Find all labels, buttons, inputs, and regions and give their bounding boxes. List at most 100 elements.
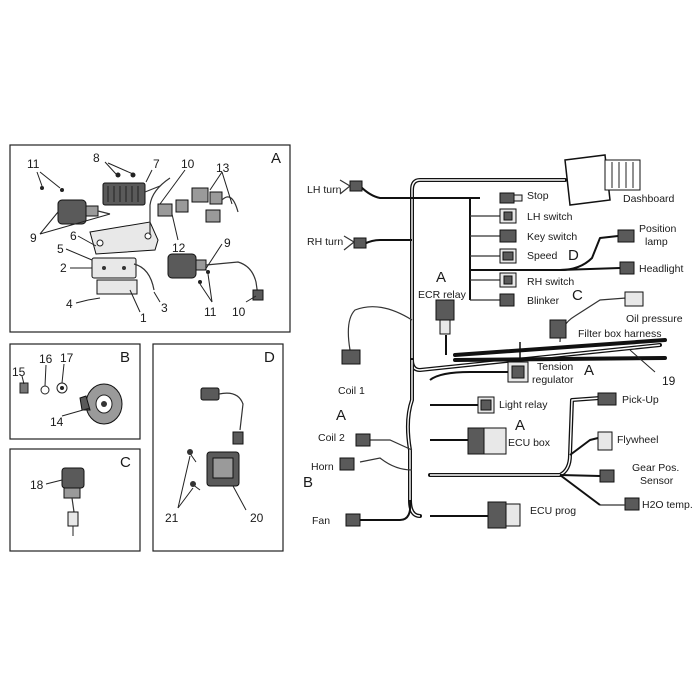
- callout-15: 15: [12, 365, 26, 379]
- label-position-lamp-2: lamp: [645, 236, 668, 248]
- rubber-block-part: [91, 257, 138, 295]
- label-speed: Speed: [527, 250, 558, 262]
- rh-turn-connector: [353, 237, 367, 249]
- panel-c-frame: [9, 448, 141, 552]
- dashboard-connector: [564, 154, 641, 206]
- panel-d-frame: [152, 343, 284, 552]
- horn-connector: [339, 457, 355, 471]
- blinker-connector: [499, 293, 515, 307]
- callout-11: 11: [27, 157, 40, 171]
- label-gear-pos: Gear Pos.: [632, 462, 679, 474]
- oil-pressure-connector: [624, 291, 644, 307]
- horn-wire: [359, 457, 413, 471]
- label-horn: Horn: [311, 461, 334, 473]
- coil-1-connector: [341, 349, 361, 365]
- flywheel-connector: [597, 431, 613, 451]
- ref-oil-c: C: [572, 287, 583, 304]
- label-filter-box-harness: Filter box harness: [578, 328, 661, 340]
- relay-part: [205, 209, 221, 223]
- oil-pressure-switch-part: [61, 467, 85, 536]
- fan-connector: [345, 513, 361, 527]
- stop-connector: [499, 192, 515, 204]
- callout-11-right: 11: [204, 305, 217, 319]
- label-ecu-prog: ECU prog: [530, 505, 576, 517]
- callout-20: 20: [250, 511, 264, 525]
- ref-speed-d: D: [568, 247, 579, 264]
- voltage-regulator-part: [102, 182, 161, 206]
- tension-regulator-wire: [429, 371, 508, 381]
- screw-part: [198, 280, 202, 284]
- panel-c-letter: C: [120, 454, 131, 471]
- label-tension: Tension: [537, 361, 573, 373]
- label-gear-sensor: Sensor: [640, 475, 674, 487]
- screw-part: [206, 270, 210, 274]
- label-fan: Fan: [312, 515, 330, 527]
- relay-part: [157, 203, 173, 217]
- label-ecr-relay: ECR relay: [418, 289, 467, 301]
- panel-b-frame: [9, 343, 141, 440]
- filter-box-connector: [549, 319, 567, 339]
- gear-position-connector: [599, 469, 615, 483]
- h2o-temp-connector: [624, 497, 640, 511]
- label-regulator: regulator: [532, 374, 574, 386]
- bolt-part: [87, 297, 101, 301]
- label-rh-turn: RH turn: [307, 236, 343, 248]
- panel-d-letter: D: [264, 349, 275, 366]
- callout-7: 7: [153, 157, 160, 171]
- callout-6: 6: [70, 229, 77, 243]
- relay-part: [191, 187, 209, 203]
- callout-1: 1: [140, 311, 147, 325]
- callout-3: 3: [161, 301, 168, 315]
- screw-part: [115, 172, 121, 178]
- speed-sensor-part: [200, 387, 244, 487]
- label-headlight: Headlight: [639, 263, 683, 275]
- label-stop: Stop: [527, 190, 549, 202]
- panel-a: A: [9, 144, 291, 333]
- panel-a-frame: [9, 144, 291, 333]
- label-rh-switch: RH switch: [527, 276, 574, 288]
- label-flywheel: Flywheel: [617, 434, 658, 446]
- label-light-relay: Light relay: [499, 399, 548, 411]
- label-position-lamp: Position: [639, 223, 677, 235]
- ref-horn-b: B: [303, 474, 313, 491]
- callout-13: 13: [216, 161, 230, 175]
- position-lamp-connector: [617, 229, 635, 243]
- panel-a-letter: A: [271, 150, 281, 167]
- panel-c: C 18: [9, 448, 141, 552]
- ignition-coil-part: [57, 199, 111, 225]
- relay-part: [209, 191, 223, 205]
- pick-up-connector: [597, 392, 617, 406]
- screw-part: [187, 449, 201, 491]
- wire-part: [133, 263, 155, 291]
- ref-tension-a: A: [584, 362, 594, 379]
- fan-wire: [360, 499, 412, 521]
- wire-part: [149, 177, 171, 235]
- key-switch-connector: [499, 229, 517, 243]
- callout-19: 19: [662, 374, 676, 388]
- label-key-switch: Key switch: [527, 231, 577, 243]
- panel-b-letter: B: [120, 349, 130, 366]
- ecr-relay-part: [435, 299, 455, 321]
- label-lh-switch: LH switch: [527, 211, 573, 223]
- lh-turn-connector: [349, 180, 363, 192]
- callout-4: 4: [66, 297, 73, 311]
- callout-14: 14: [50, 415, 64, 429]
- coil-1-wire: [347, 306, 413, 351]
- label-oil-pressure: Oil pressure: [626, 313, 683, 325]
- label-dashboard: Dashboard: [623, 193, 675, 205]
- callout-9-right: 9: [224, 236, 231, 250]
- coil-2-wire: [370, 439, 413, 451]
- mounting-bracket-part: [89, 221, 159, 255]
- panel-b: B 15 16 17 14: [9, 343, 141, 440]
- callout-8: 8: [93, 151, 100, 165]
- ecu-prog-connector: [487, 501, 507, 529]
- panel-d: D 21 20: [152, 343, 284, 552]
- ref-ecr-a: A: [436, 269, 446, 286]
- label-blinker: Blinker: [527, 295, 560, 307]
- callout-17: 17: [60, 351, 74, 365]
- relay-part: [175, 199, 189, 213]
- ecu-box-connector: [467, 427, 485, 455]
- label-coil-2: Coil 2: [318, 432, 345, 444]
- nut-part: [19, 382, 68, 395]
